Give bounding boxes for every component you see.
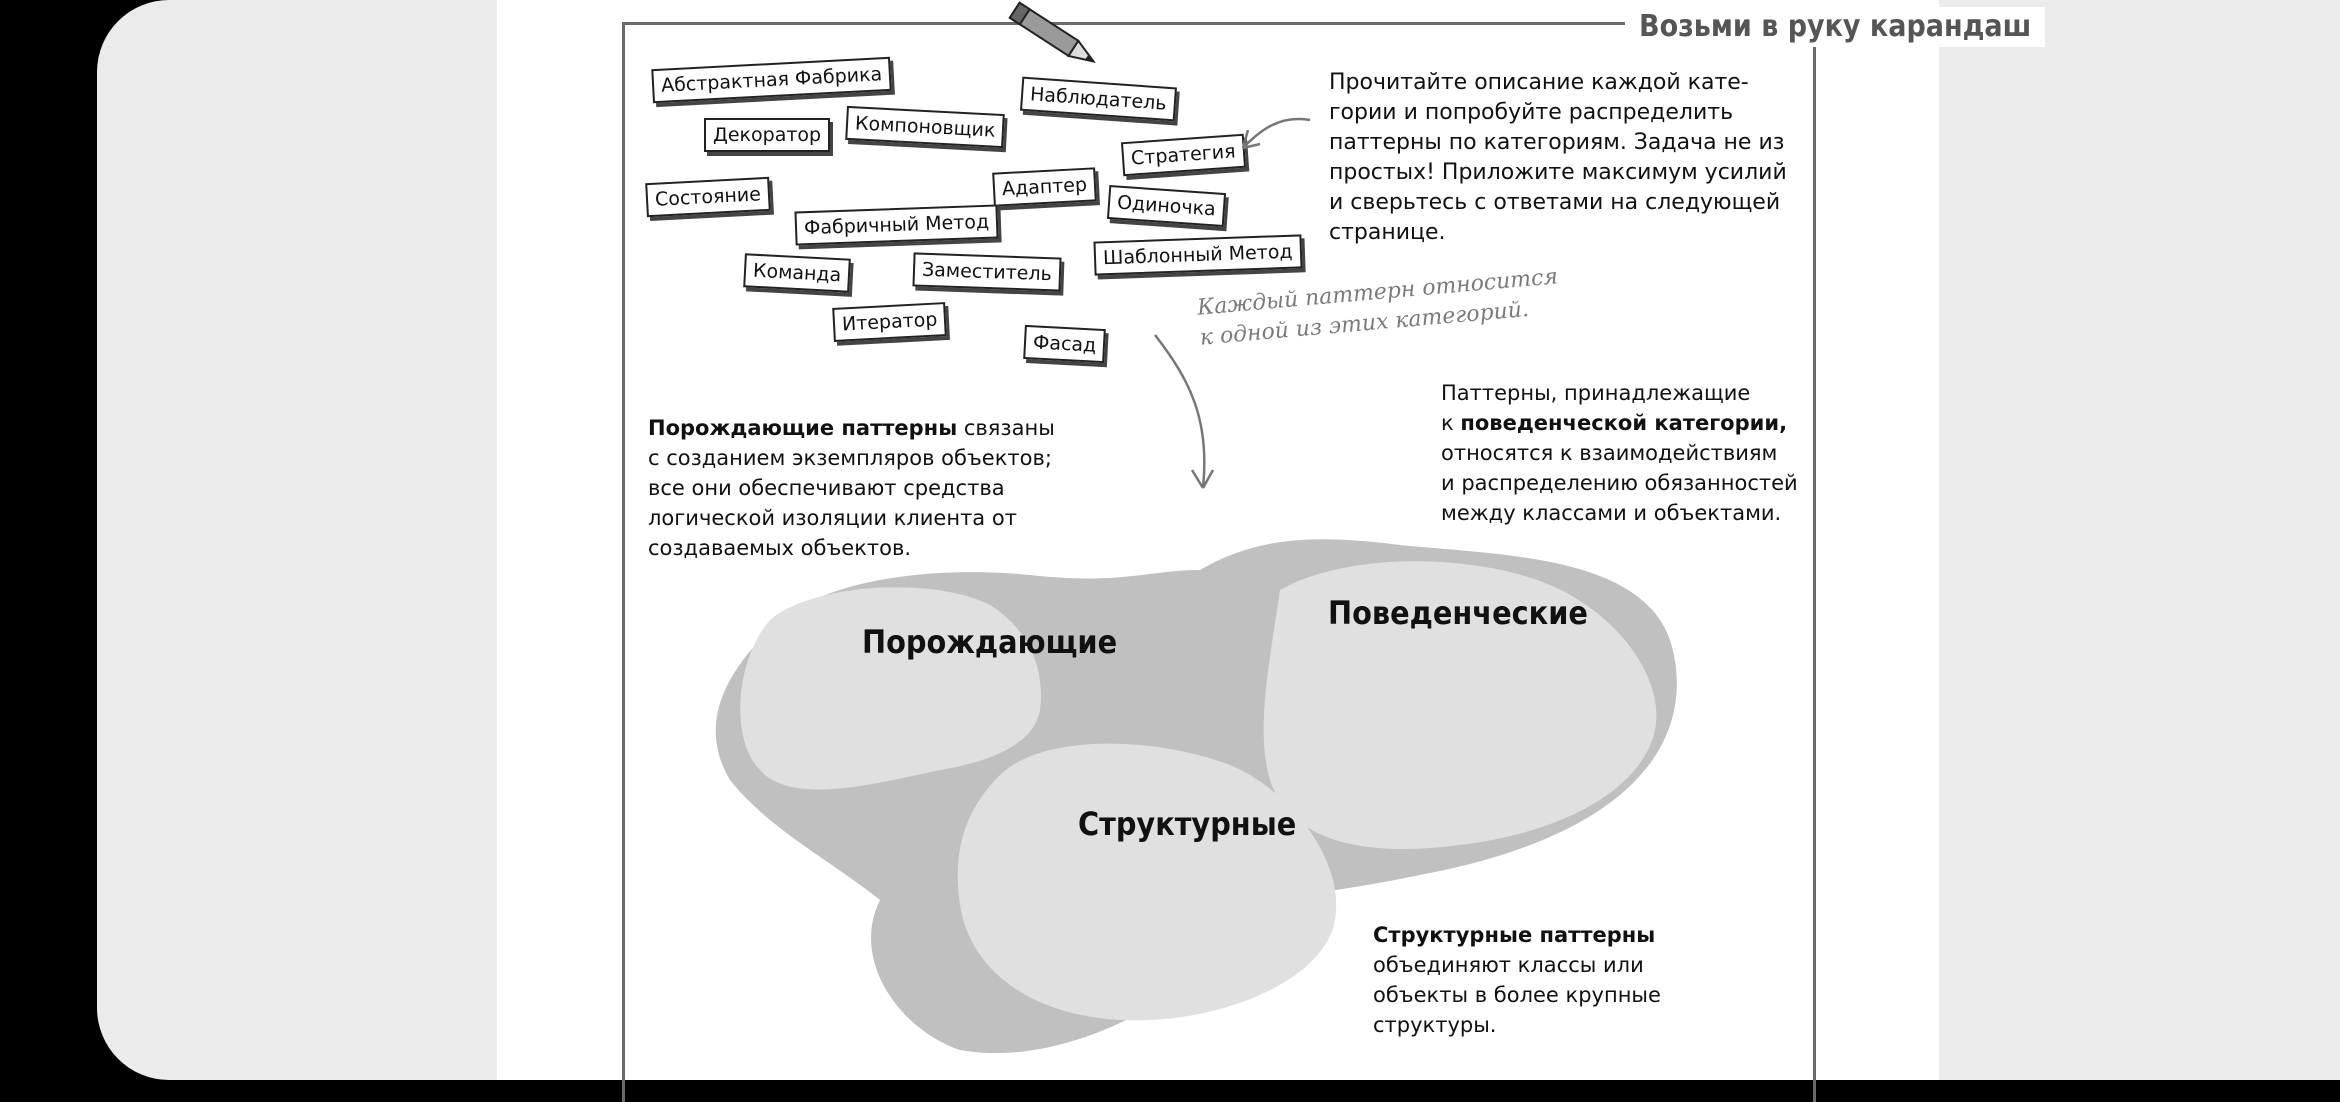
category-creational-region bbox=[740, 587, 1041, 790]
structural-line: объединяют классы или bbox=[1373, 953, 1644, 977]
behavioral-description: Паттерны, принадлежащие к поведенческой … bbox=[1441, 378, 1798, 528]
exercise-frame: Возьми в руку карандаш bbox=[622, 7, 2046, 1102]
creational-bold: Порождающие паттерны bbox=[648, 416, 958, 440]
instructions-line: паттерны по категориям. Задача не из bbox=[1329, 130, 1785, 155]
creational-line: все они обеспечивают средства bbox=[648, 476, 1005, 500]
creational-rest: связаны bbox=[963, 416, 1055, 440]
category-label-structural: Структурные bbox=[1078, 805, 1297, 843]
structural-line: объекты в более крупные bbox=[1373, 983, 1661, 1007]
instructions-text: Прочитайте описание каждой кате- гории и… bbox=[1329, 68, 1787, 248]
structural-line: структуры. bbox=[1373, 1013, 1497, 1037]
instructions-line: и сверьтесь с ответами на следующей bbox=[1329, 190, 1781, 215]
frame-title: Возьми в руку карандаш bbox=[1625, 7, 2046, 47]
pattern-tag-facade[interactable]: Фасад bbox=[1023, 324, 1107, 364]
behavioral-line: относятся к взаимодействиям bbox=[1441, 441, 1778, 465]
creational-description: Порождающие паттерны связаны с созданием… bbox=[648, 413, 1055, 563]
creational-line: с созданием экземпляров объектов; bbox=[648, 446, 1052, 470]
creational-line: создаваемых объектов. bbox=[648, 536, 912, 560]
instructions-line: Прочитайте описание каждой кате- bbox=[1329, 70, 1749, 95]
pattern-tag-factory-method[interactable]: Фабричный Метод bbox=[794, 204, 999, 246]
category-label-creational: Порождающие bbox=[862, 623, 1118, 661]
category-structural-region bbox=[957, 743, 1337, 1021]
behavioral-prefix: к bbox=[1441, 411, 1454, 435]
pencil-icon bbox=[1008, 1, 1096, 63]
pattern-tag-proxy[interactable]: Заместитель bbox=[912, 252, 1062, 292]
behavioral-line: между классами и объектами. bbox=[1441, 501, 1782, 525]
pattern-tag-decorator[interactable]: Декоратор bbox=[704, 118, 831, 152]
behavioral-line: Паттерны, принадлежащие bbox=[1441, 381, 1751, 405]
category-label-behavioral: Поведенческие bbox=[1328, 594, 1588, 632]
behavioral-bold: поведенческой категории, bbox=[1460, 411, 1788, 435]
instructions-line: гории и попробуйте распределить bbox=[1329, 100, 1734, 125]
instructions-line: простых! Приложите максимум усилий bbox=[1329, 160, 1787, 185]
instructions-line: странице. bbox=[1329, 220, 1446, 245]
category-behavioral-region bbox=[1263, 561, 1657, 849]
creational-line: логической изоляции клиента от bbox=[648, 506, 1017, 530]
structural-bold: Структурные паттерны bbox=[1373, 923, 1656, 947]
pattern-tag-command[interactable]: Команда bbox=[743, 253, 852, 293]
pattern-tag-iterator[interactable]: Итератор bbox=[832, 302, 948, 342]
behavioral-line: и распределению обязанностей bbox=[1441, 471, 1798, 495]
pattern-tag-template-method[interactable]: Шаблонный Метод bbox=[1093, 234, 1303, 276]
pattern-tag-state[interactable]: Состояние bbox=[645, 176, 771, 218]
category-diagram bbox=[715, 539, 1677, 1054]
pattern-tag-adapter[interactable]: Адаптер bbox=[992, 167, 1097, 207]
structural-description: Структурные паттерны объединяют классы и… bbox=[1373, 920, 1661, 1040]
